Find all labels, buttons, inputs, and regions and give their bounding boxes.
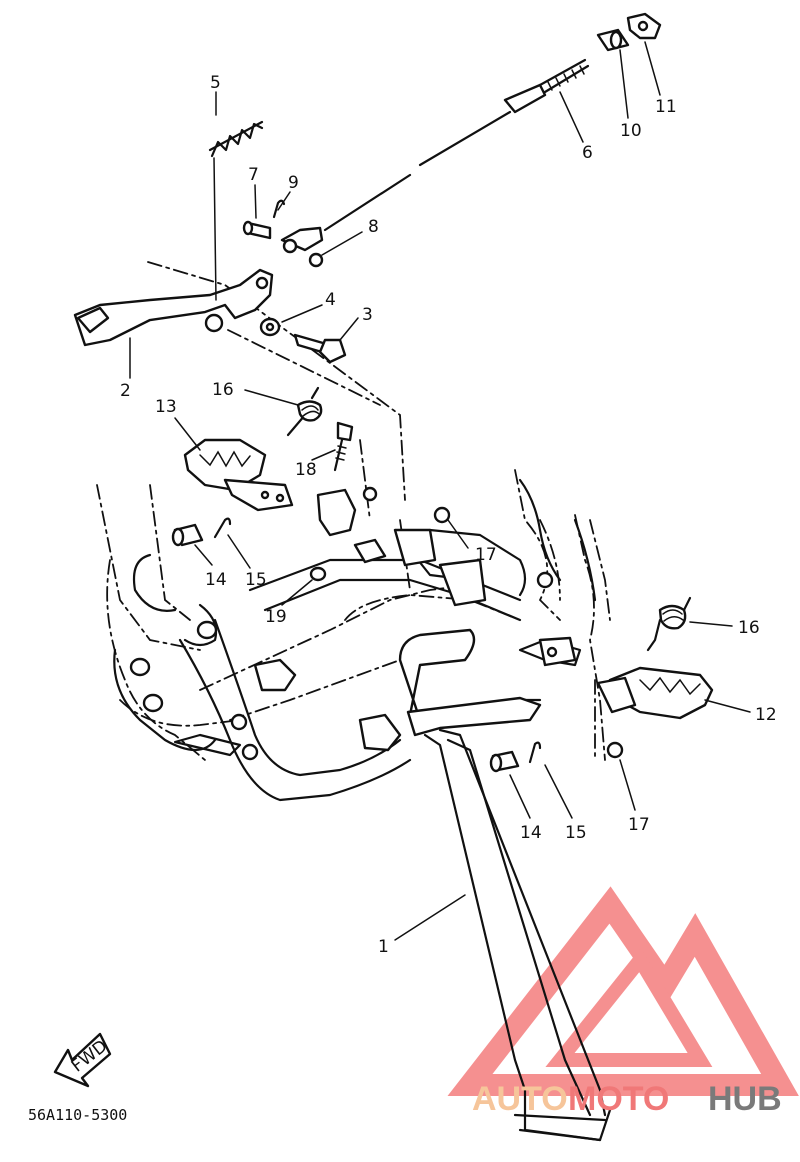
washer-17-upper: [433, 506, 451, 524]
label-part-11: 11: [655, 97, 677, 117]
label-part-13: 13: [155, 397, 177, 417]
label-part-1: 1: [378, 937, 389, 957]
label-part-14-right: 14: [520, 823, 542, 843]
return-spring: [208, 120, 264, 301]
watermark-logo: [447, 886, 799, 1096]
rod-joint: [596, 28, 630, 52]
label-part-10: 10: [620, 121, 642, 141]
footrest-spring-left: [286, 386, 323, 437]
footrest-pin-right: [489, 750, 520, 773]
label-part-15-left: 15: [245, 570, 267, 590]
label-part-2: 2: [120, 381, 131, 401]
footrest-pin-left: [171, 523, 204, 547]
nut: [308, 252, 324, 268]
frame-bosses: [129, 486, 554, 761]
leader-lines: [129, 41, 751, 941]
label-part-9: 9: [288, 173, 299, 193]
cotter-pin-left: [213, 517, 232, 539]
label-part-16-right: 16: [738, 618, 760, 638]
watermark-text: AUTO MOTO HUB: [472, 1080, 782, 1118]
label-part-7: 7: [248, 165, 259, 185]
footrest-left: [183, 438, 294, 512]
stand-bolt: [333, 421, 354, 472]
label-part-5: 5: [210, 73, 221, 93]
label-part-17-upper: 17: [475, 545, 497, 565]
stand-bracket: [316, 488, 577, 667]
label-part-3: 3: [362, 305, 373, 325]
clevis-pin: [242, 220, 272, 240]
watermark-auto: AUTO: [472, 1080, 568, 1118]
footrest-right: [596, 666, 714, 720]
label-part-8: 8: [368, 217, 379, 237]
label-part-17-lower: 17: [628, 815, 650, 835]
washer-17-lower: [606, 741, 624, 759]
part-number-labels: 5 7 9 8 4 3 6 10 11 2 16 13 18 17 14 15 …: [120, 73, 777, 957]
watermark-hub: HUB: [708, 1080, 782, 1118]
brake-pedal: [73, 268, 274, 347]
label-part-14-left: 14: [205, 570, 227, 590]
watermark-moto: MOTO: [568, 1080, 669, 1118]
label-part-19: 19: [265, 607, 287, 627]
stand-nut: [309, 566, 327, 582]
side-stand: [398, 628, 612, 1142]
drawing-code: 56A110-5300: [28, 1106, 127, 1124]
label-part-4: 4: [325, 290, 336, 310]
label-part-15-right: 15: [565, 823, 587, 843]
pivot-bolt: [293, 333, 347, 364]
fwd-arrow-icon: FWD: [53, 1032, 111, 1088]
label-part-12: 12: [755, 705, 777, 725]
label-part-16-left: 16: [212, 380, 234, 400]
cotter-pin-right: [528, 741, 542, 764]
footrest-spring-right: [646, 596, 692, 652]
label-part-18: 18: [295, 460, 317, 480]
label-part-6: 6: [582, 143, 593, 163]
brake-rod: [280, 58, 590, 254]
washer: [259, 317, 281, 337]
rod-clevis: [626, 12, 662, 40]
